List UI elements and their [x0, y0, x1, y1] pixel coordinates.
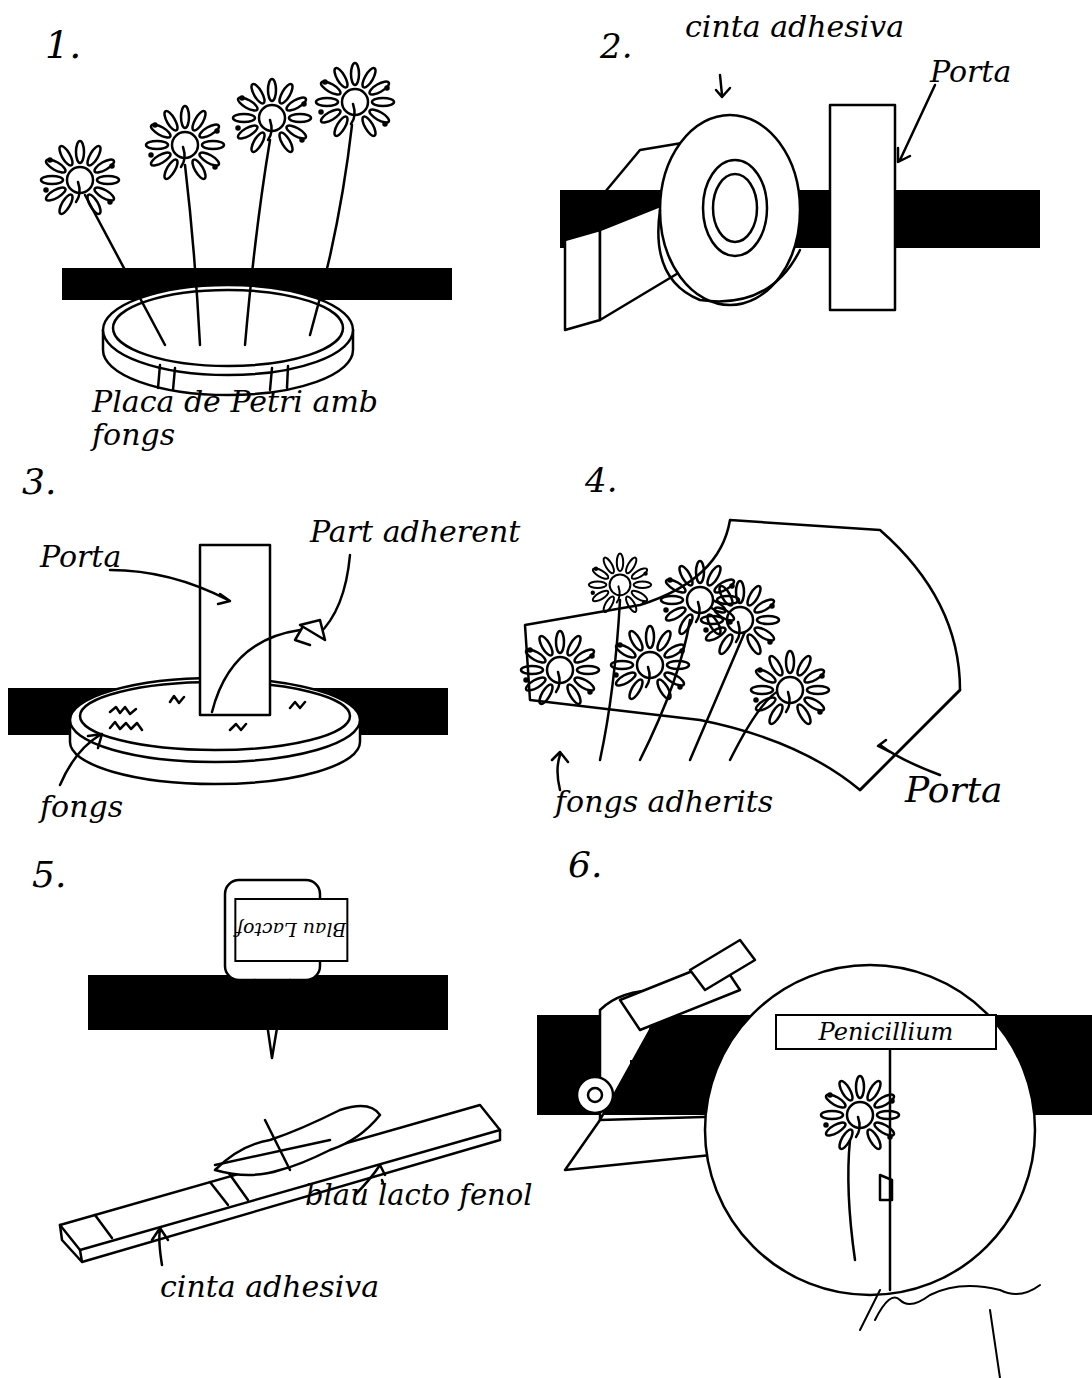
part-label: Porta — [40, 540, 121, 573]
part-label: cinta adhesiva — [685, 10, 904, 43]
part-label: Porta — [930, 55, 1011, 88]
box-text: Blau Lactof — [236, 919, 346, 941]
label-box: Penicillium — [775, 1014, 997, 1050]
part-label: cinta adhesiva — [160, 1270, 379, 1303]
part-label: Part adherent — [310, 515, 520, 548]
part-label: fongs — [40, 790, 123, 823]
step-number: 1. — [45, 25, 81, 67]
part-label: Porta — [905, 770, 1003, 810]
part-label: fongs adherits — [555, 785, 773, 818]
label-box: Blau Lactof — [234, 898, 348, 962]
step-number: 5. — [32, 855, 66, 895]
step-number: 4. — [585, 462, 617, 499]
step-number: 2. — [600, 28, 632, 65]
part-label: Placa de Petri amb fongs — [92, 385, 392, 451]
step-number: 6. — [568, 845, 602, 885]
box-text: Penicillium — [819, 1018, 954, 1046]
step-number: 3. — [22, 462, 56, 502]
part-label: blau lacto fenol — [305, 1180, 532, 1212]
